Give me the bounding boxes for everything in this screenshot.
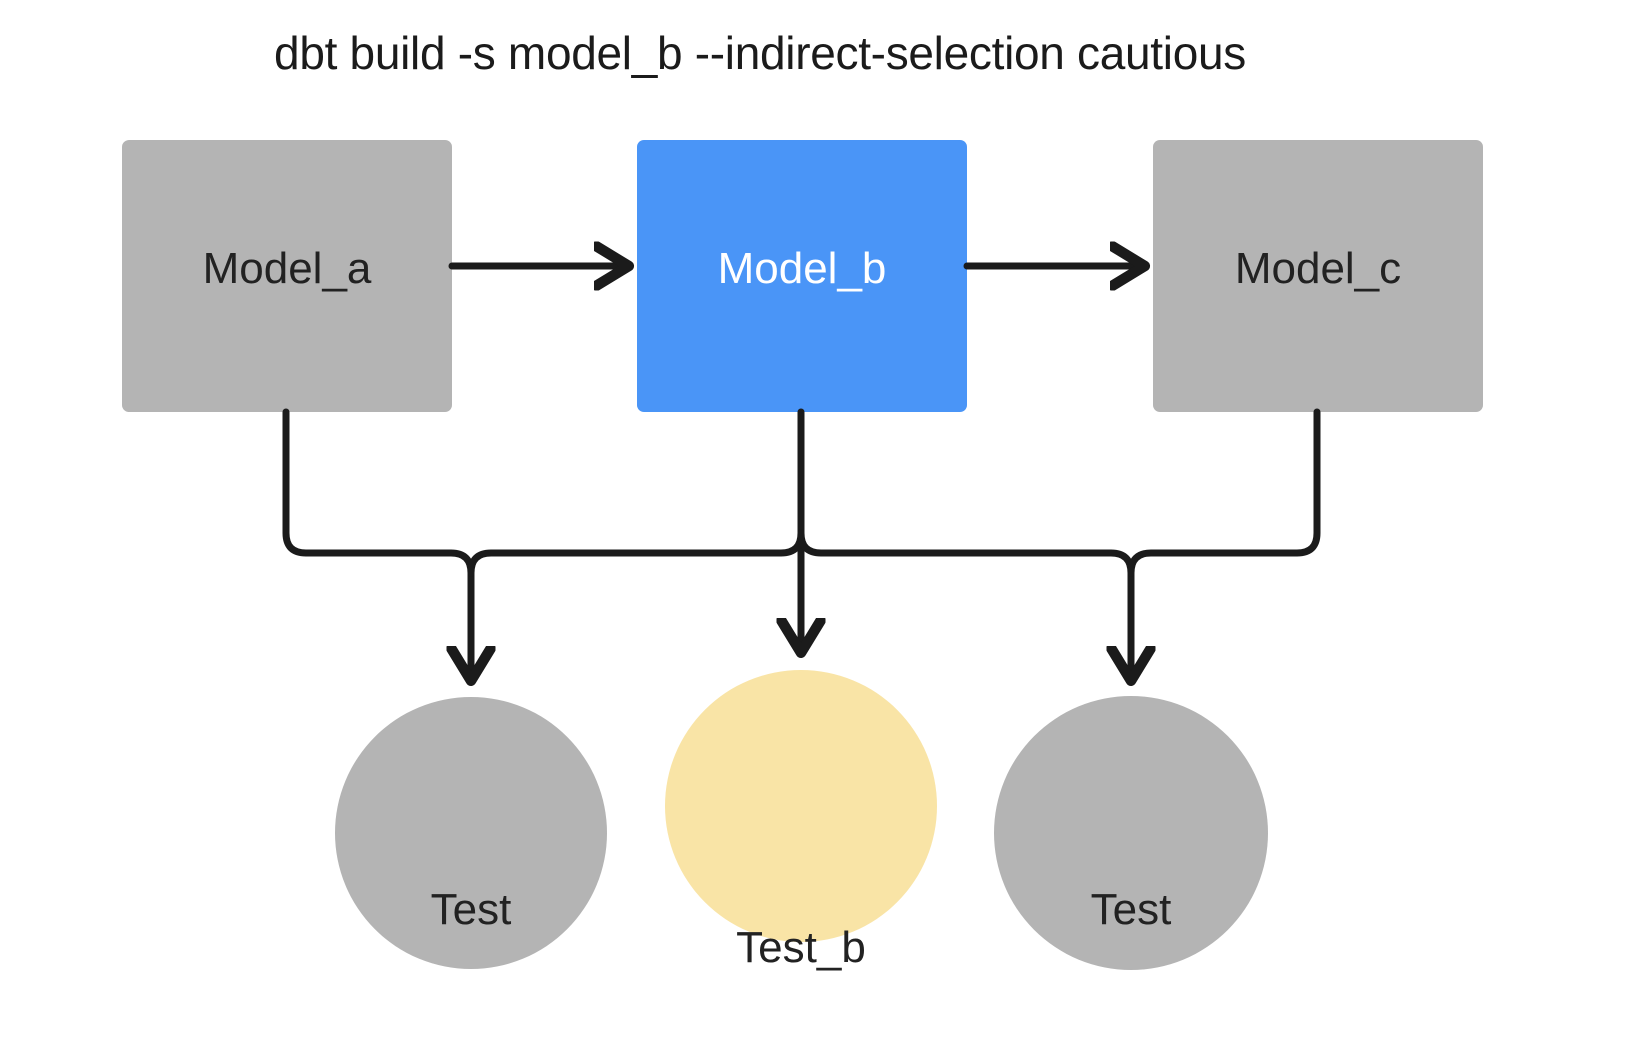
- node-test-b[interactable]: [665, 670, 937, 942]
- node-test-bc[interactable]: [994, 696, 1268, 970]
- edge-model-b-to-test-bc: [797, 529, 1131, 678]
- node-model-c[interactable]: [1153, 140, 1483, 412]
- edge-model-a-to-test-ab: [282, 408, 471, 678]
- edge-model-b-to-test-ab: [467, 529, 805, 577]
- diagram-title: dbt build -s model_b --indirect-selectio…: [274, 27, 1246, 79]
- node-model-a[interactable]: [122, 140, 452, 412]
- edge-model-c-to-test-bc: [1127, 408, 1321, 577]
- node-model-b[interactable]: [637, 140, 967, 412]
- node-test-ab[interactable]: [335, 697, 607, 969]
